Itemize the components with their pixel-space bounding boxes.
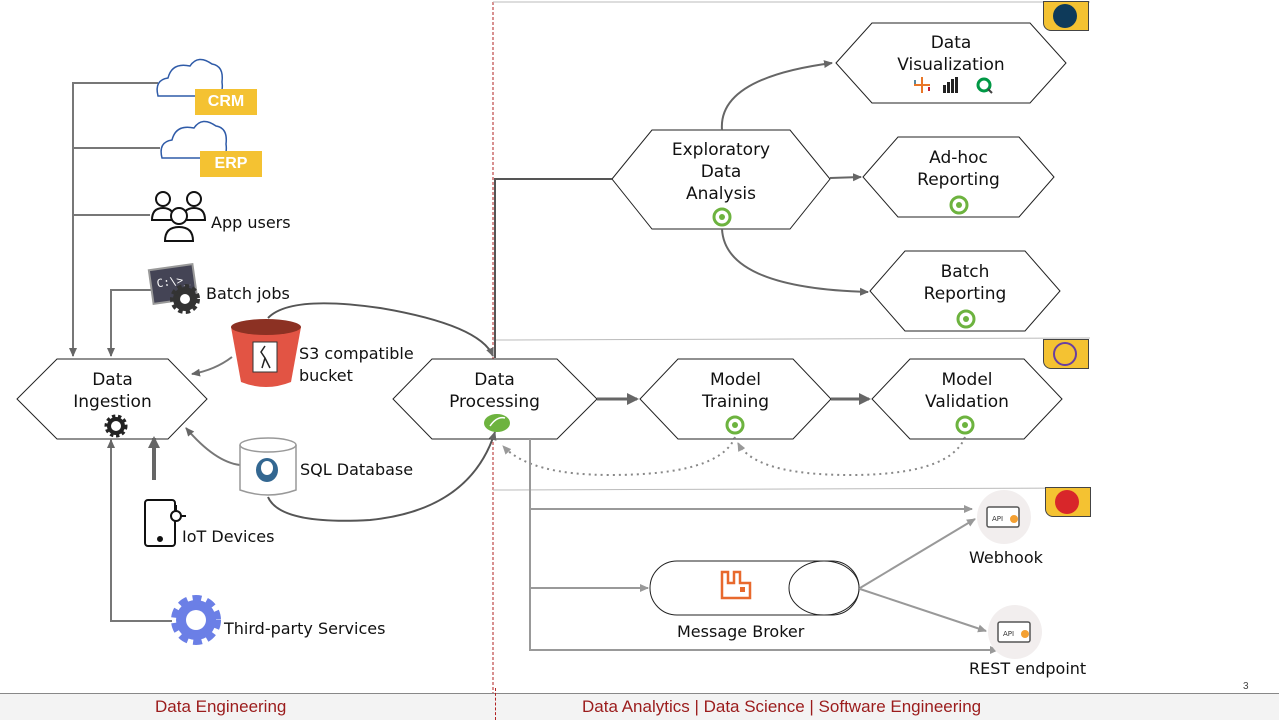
visualization-line-1: Data [930, 33, 972, 53]
eda-label: Exploratory Data Analysis [652, 139, 790, 205]
ingestion-line-2: Ingestion [73, 392, 152, 412]
batch-jobs-icon: C:\>_ [147, 262, 200, 314]
connector-s3-processing [267, 302, 494, 357]
third-party-label: Third-party Services [224, 619, 386, 638]
page-number: 3 [1243, 681, 1249, 692]
connector-broker-webhook [859, 518, 976, 589]
adhoc-line-2: Reporting [917, 170, 1000, 190]
sql-label: SQL Database [300, 460, 414, 479]
separator-mid [492, 337, 1091, 341]
spring-icon-batch [956, 309, 976, 329]
crm-cloud-icon [156, 58, 224, 97]
connector-sources-bus [69, 82, 158, 357]
data-visualization-node [835, 22, 1067, 104]
powerbi-icon [943, 77, 958, 93]
app-users-label: App users [211, 213, 291, 232]
validation-line-1: Model [941, 370, 993, 390]
connector-eda-adhoc [829, 173, 862, 182]
adhoc-label: Ad-hoc Reporting [898, 147, 1019, 191]
batch-reporting-line-2: Reporting [923, 284, 1007, 304]
batch-jobs-label: Batch jobs [206, 284, 290, 303]
rabbitmq-icon [720, 570, 752, 600]
connector-broker-rest [859, 588, 987, 633]
connector-batch-jobs [107, 289, 152, 357]
eda-line-2: Data [700, 162, 742, 182]
validation-line-2: Validation [925, 392, 1009, 412]
webhook-label: Webhook [969, 548, 1043, 567]
model-validation-node [871, 358, 1063, 440]
analytics-badge-icon [1043, 1, 1089, 31]
iot-device-icon [144, 499, 186, 547]
visualization-label: Data Visualization [872, 32, 1030, 76]
svg-text:API: API [992, 515, 1003, 523]
science-badge-icon [1043, 339, 1089, 369]
eda-line-1: Exploratory [671, 140, 771, 160]
iot-label: IoT Devices [182, 527, 275, 546]
spring-icon-training [725, 415, 745, 435]
svg-text:C:\>_: C:\>_ [156, 273, 191, 291]
batch-reporting-node [869, 250, 1061, 332]
connector-s3 [191, 356, 233, 377]
connector-sql-processing [267, 431, 497, 522]
feedback-training [502, 436, 736, 477]
training-label: Model Training [678, 369, 793, 413]
svg-text:API: API [1003, 630, 1014, 638]
processing-line-1: Data [474, 370, 515, 390]
crm-label: CRM [195, 89, 257, 115]
message-broker-cap [788, 560, 860, 616]
message-broker-label: Message Broker [677, 622, 805, 641]
processing-label: Data Processing [432, 369, 557, 413]
sql-database-icon [239, 437, 297, 496]
third-party-gear-icon [171, 595, 221, 645]
validation-label: Model Validation [910, 369, 1024, 413]
training-line-1: Model [709, 370, 762, 390]
processing-line-2: Processing [449, 392, 540, 412]
connector-eda-visualization [720, 60, 833, 131]
connector-processing-rest [529, 439, 999, 654]
ingestion-line-1: Data [92, 370, 133, 390]
s3-label: S3 compatible bucket [299, 343, 414, 387]
ingestion-gear-icon [104, 414, 128, 438]
connector-third-party [107, 439, 172, 622]
app-users-icon [150, 191, 207, 242]
erp-cloud-icon [160, 120, 228, 159]
eda-line-3: Analysis [685, 184, 757, 204]
batch-reporting-label: Batch Reporting [905, 261, 1025, 305]
rest-endpoint-label: REST endpoint [969, 659, 1087, 678]
eda-node [611, 129, 831, 230]
s3-label-line-1: S3 compatible [299, 344, 414, 363]
spring-icon-eda [712, 207, 732, 227]
visualization-line-2: Visualization [897, 55, 1005, 75]
spring-icon-processing [484, 414, 510, 432]
s3-label-line-2: bucket [299, 366, 353, 385]
qlik-icon [976, 77, 993, 94]
tableau-icon [914, 77, 930, 93]
footer-divider [495, 688, 496, 720]
adhoc-reporting-node [862, 136, 1055, 218]
engineering-badge-icon [1045, 487, 1091, 517]
erp-label: ERP [200, 151, 262, 177]
ingestion-label: Data Ingestion [57, 369, 168, 413]
footer-bar: Data Engineering Data Analytics | Data S… [0, 688, 1279, 720]
spring-icon-adhoc [949, 195, 969, 215]
connector-sql [185, 427, 241, 466]
connector-processing-eda [494, 178, 612, 358]
adhoc-line-1: Ad-hoc [929, 148, 988, 168]
footer-left-label: Data Engineering [155, 697, 287, 716]
batch-reporting-line-1: Batch [940, 262, 990, 282]
data-ingestion-node [16, 358, 208, 440]
training-line-2: Training [701, 392, 770, 412]
s3-bucket-icon [231, 319, 301, 387]
spring-icon-validation [955, 415, 975, 435]
connector-eda-batch [721, 228, 869, 296]
footer-right-label: Data Analytics | Data Science | Software… [582, 697, 982, 716]
separator-low [492, 487, 1091, 491]
feedback-validation [737, 436, 966, 477]
